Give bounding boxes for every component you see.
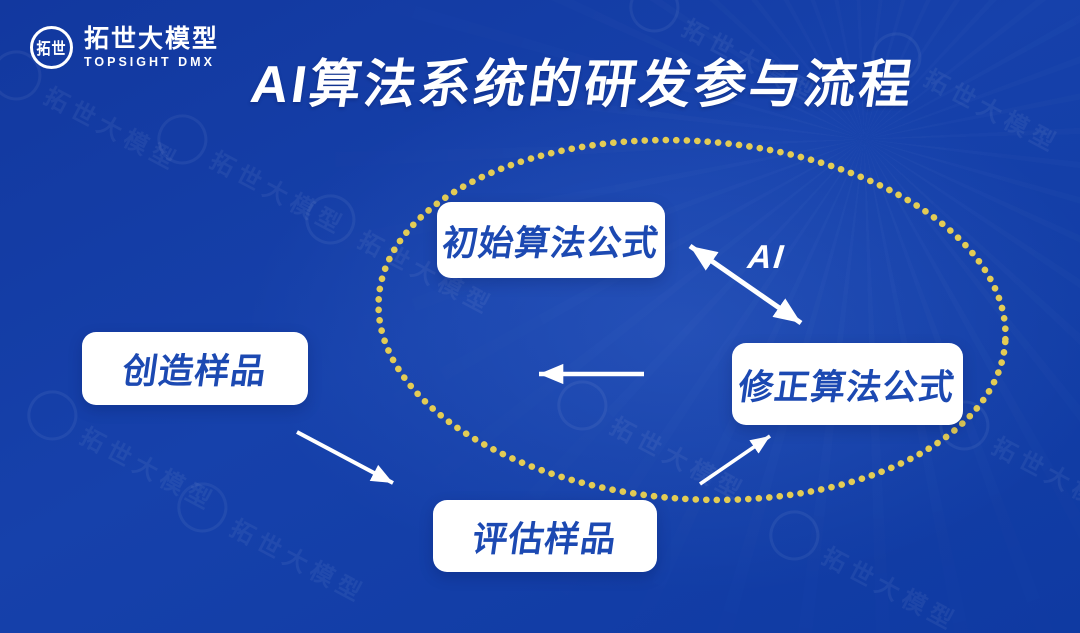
brand-name-en: TOPSIGHT DMX xyxy=(84,54,215,69)
node-create-sample-label: 创造样品 xyxy=(119,352,270,391)
node-initial-formula-label: 初始算法公式 xyxy=(439,223,662,263)
brand-name-cn: 拓世大模型 xyxy=(84,25,220,54)
node-evaluate-sample: 评估样品 xyxy=(433,500,657,572)
iteration-loop-dotted-ellipse xyxy=(375,136,1009,504)
node-initial-formula: 初始算法公式 xyxy=(437,202,665,278)
node-create-sample: 创造样品 xyxy=(82,332,308,405)
arrow-evaluate-to-revised xyxy=(698,434,772,486)
brand-logo: 拓世 拓世大模型 TOPSIGHT DMX xyxy=(30,26,219,69)
arrow-create-to-evaluate xyxy=(296,430,394,485)
node-revised-formula: 修正算法公式 xyxy=(732,343,963,425)
brand-name-block: 拓世大模型 TOPSIGHT DMX xyxy=(84,25,220,69)
node-revised-formula-label: 修正算法公式 xyxy=(736,367,958,407)
brand-seal-icon: 拓世 xyxy=(30,26,73,69)
seal-characters: 拓世 xyxy=(36,40,67,58)
node-evaluate-sample-label: 评估样品 xyxy=(469,519,620,559)
arrow-initial-revised-bidirectional xyxy=(688,243,803,326)
ai-arrow-label: AI xyxy=(746,238,787,275)
